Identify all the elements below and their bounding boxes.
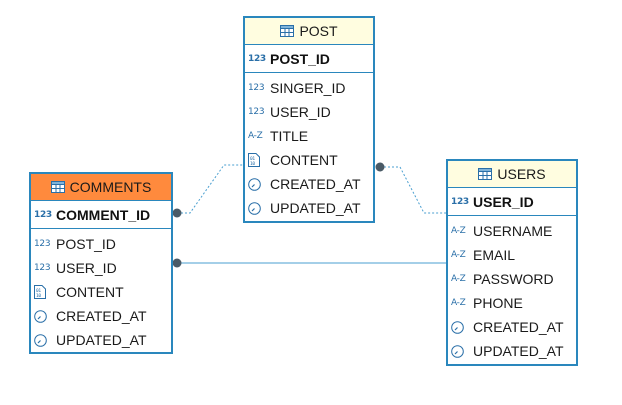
entity-header[interactable]: USERS (448, 161, 576, 188)
column-name: USER_ID (473, 193, 534, 210)
column-row[interactable]: UPDATED_AT (31, 328, 171, 352)
entity-comments[interactable]: COMMENTS 123 COMMENT_ID 123 POST_ID 123 … (29, 172, 173, 354)
column-row[interactable]: 123 USER_ID (31, 256, 171, 280)
svg-text:01: 01 (36, 288, 41, 294)
clock-icon (34, 309, 52, 323)
column-row[interactable]: 123 USER_ID (245, 100, 373, 124)
numeric-123-icon: 123 (34, 209, 52, 220)
column-name: POST_ID (270, 50, 330, 67)
svg-text:01: 01 (250, 156, 255, 162)
column-name: EMAIL (473, 247, 516, 263)
primary-key-row[interactable]: 123 USER_ID (448, 188, 576, 216)
column-name: COMMENT_ID (56, 206, 151, 223)
column-name: PASSWORD (473, 271, 554, 287)
column-row[interactable]: A-Z PHONE (448, 291, 576, 315)
link-comments-post (177, 164, 243, 214)
svg-text:10: 10 (250, 161, 255, 167)
column-row[interactable]: UPDATED_AT (448, 339, 576, 363)
column-name: USERNAME (473, 223, 553, 239)
column-name: CREATED_AT (56, 308, 147, 324)
column-name: UPDATED_AT (56, 332, 147, 348)
text-az-icon: A-Z (451, 298, 466, 308)
column-row[interactable]: CREATED_AT (245, 172, 373, 196)
column-row[interactable]: A-Z EMAIL (448, 243, 576, 267)
table-icon (50, 181, 65, 193)
table-icon (280, 25, 295, 37)
clock-icon (451, 320, 469, 334)
clock-icon (248, 201, 266, 215)
text-az-icon: A-Z (451, 274, 466, 284)
column-row[interactable]: 123 SINGER_ID (245, 76, 373, 100)
column-name: CREATED_AT (270, 176, 361, 192)
column-name: SINGER_ID (270, 80, 346, 96)
text-az-icon: A-Z (451, 226, 466, 236)
numeric-123-icon: 123 (248, 107, 265, 117)
column-row[interactable]: 123 POST_ID (31, 232, 171, 256)
clock-icon (34, 333, 52, 347)
column-row[interactable]: CREATED_AT (448, 315, 576, 339)
link-post-users (380, 166, 446, 214)
entity-title: COMMENTS (69, 179, 152, 195)
text-az-icon: A-Z (248, 131, 263, 141)
column-name: UPDATED_AT (270, 200, 361, 216)
column-row[interactable]: A-Z PASSWORD (448, 267, 576, 291)
column-row[interactable]: UPDATED_AT (245, 196, 373, 220)
column-name: CONTENT (270, 152, 338, 168)
numeric-123-icon: 123 (248, 83, 265, 93)
column-name: UPDATED_AT (473, 343, 564, 359)
entity-header[interactable]: COMMENTS (31, 174, 171, 201)
entity-users[interactable]: USERS 123 USER_ID A-Z USERNAME A-Z EMAIL… (446, 159, 578, 366)
connector-dot (375, 162, 385, 172)
column-list: A-Z USERNAME A-Z EMAIL A-Z PASSWORD A-Z … (448, 216, 576, 363)
connector-dot (172, 208, 182, 218)
numeric-123-icon: 123 (248, 53, 266, 64)
text-az-icon: A-Z (451, 250, 466, 260)
entity-header[interactable]: POST (245, 18, 373, 45)
numeric-123-icon: 123 (451, 196, 469, 207)
column-name: PHONE (473, 295, 523, 311)
column-name: USER_ID (56, 260, 117, 276)
column-row[interactable]: CREATED_AT (31, 304, 171, 328)
column-name: POST_ID (56, 236, 116, 252)
numeric-123-icon: 123 (34, 263, 51, 273)
column-row[interactable]: A-Z USERNAME (448, 219, 576, 243)
entity-title: POST (299, 23, 338, 39)
numeric-123-icon: 123 (34, 239, 51, 249)
svg-text:10: 10 (36, 293, 41, 299)
connector-dot (172, 258, 182, 268)
column-name: USER_ID (270, 104, 331, 120)
primary-key-row[interactable]: 123 COMMENT_ID (31, 201, 171, 229)
entity-title: USERS (497, 166, 546, 182)
column-name: CREATED_AT (473, 319, 564, 335)
clock-icon (451, 344, 469, 358)
clock-icon (248, 177, 266, 191)
primary-key-row[interactable]: 123 POST_ID (245, 45, 373, 73)
column-name: CONTENT (56, 284, 124, 300)
table-icon (478, 168, 493, 180)
column-row[interactable]: A-Z TITLE (245, 124, 373, 148)
column-name: TITLE (270, 128, 309, 144)
entity-post[interactable]: POST 123 POST_ID 123 SINGER_ID 123 USER_… (243, 16, 375, 223)
